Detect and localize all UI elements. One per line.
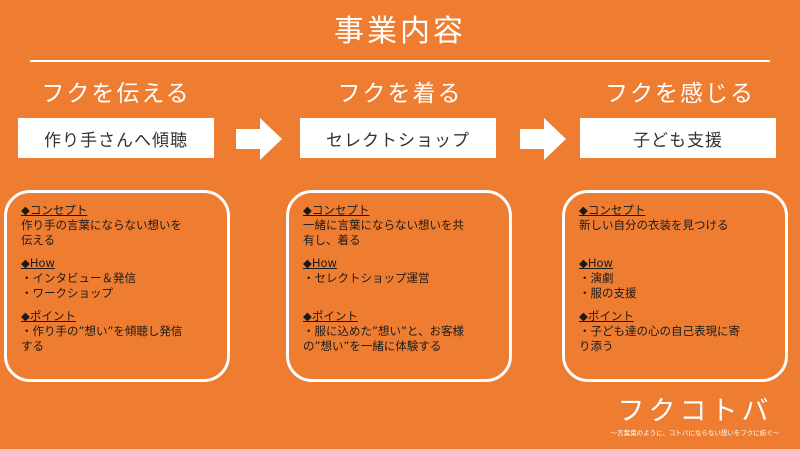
- point-line: ・子ども達の心の自己表現に寄: [579, 324, 740, 338]
- how-line: ・セレクトショップ運営: [303, 271, 430, 285]
- page-title: 事業内容: [334, 14, 466, 49]
- point-section: ◆ポイント ・作り手の”想い”を傾聴し発信 する: [21, 309, 217, 354]
- how-section: ◆How ・演劇 ・服の支援: [579, 256, 775, 301]
- point-section: ◆ポイント ・子ども達の心の自己表現に寄 り添う: [579, 309, 775, 354]
- action-box-kanjiru: 子ども支援: [580, 118, 776, 158]
- point-heading: ◆ポイント: [579, 309, 634, 323]
- concept-section: ◆コンセプト 一緒に言葉にならない想いを共 有し、着る: [303, 203, 499, 248]
- title-divider: [30, 60, 770, 62]
- detail-card-kanjiru: ◆コンセプト 新しい自分の衣装を見つける ◆How ・演劇 ・服の支援 ◆ポイン…: [562, 190, 788, 382]
- concept-section: ◆コンセプト 新しい自分の衣装を見つける: [579, 203, 775, 233]
- concept-line: 作り手の言葉にならない想いを: [21, 218, 182, 232]
- how-line: ・インタビュー＆発信: [21, 271, 136, 285]
- detail-card-tsutaeru: ◆コンセプト 作り手の言葉にならない想いを 伝える ◆How ・インタビュー＆発…: [4, 190, 230, 382]
- point-heading: ◆ポイント: [21, 309, 76, 323]
- how-section: ◆How ・インタビュー＆発信 ・ワークショップ: [21, 256, 217, 301]
- how-section: ◆How ・セレクトショップ運営: [303, 256, 499, 286]
- right-arrow-icon: [236, 118, 282, 160]
- point-section: ◆ポイント ・服に込めた”想い”と、お客様 の”想い”を一緒に体験する: [303, 309, 499, 354]
- how-line: ・ワークショップ: [21, 286, 113, 300]
- column-heading-tsutaeru: フクを伝える: [41, 81, 191, 107]
- how-heading: ◆How: [21, 256, 55, 270]
- point-line: り添う: [579, 339, 614, 353]
- how-line: ・演劇: [579, 271, 614, 285]
- point-line: ・作り手の”想い”を傾聴し発信: [21, 324, 183, 338]
- concept-heading: ◆コンセプト: [303, 203, 370, 217]
- how-line: ・服の支援: [579, 286, 637, 300]
- how-heading: ◆How: [579, 256, 613, 270]
- how-heading: ◆How: [303, 256, 337, 270]
- concept-heading: ◆コンセプト: [579, 203, 646, 217]
- column-heading-kanjiru: フクを感じる: [605, 81, 755, 107]
- concept-heading: ◆コンセプト: [21, 203, 88, 217]
- point-line: する: [21, 339, 44, 353]
- concept-section: ◆コンセプト 作り手の言葉にならない想いを 伝える: [21, 203, 217, 248]
- concept-line: 一緒に言葉にならない想いを共: [303, 218, 464, 232]
- logo-tagline: 〜言葉葉のように、コトバにならない想いをフクに紡ぐ〜: [610, 429, 780, 437]
- brand-logo: フクコトバ 〜言葉葉のように、コトバにならない想いをフクに紡ぐ〜: [600, 396, 790, 438]
- point-heading: ◆ポイント: [303, 309, 358, 323]
- logo-wordmark: フクコトバ: [617, 396, 773, 427]
- action-box-tsutaeru: 作り手さんへ傾聴: [18, 118, 214, 158]
- action-box-kiru: セレクトショップ: [300, 118, 496, 158]
- concept-line: 伝える: [21, 233, 56, 247]
- right-arrow-icon: [520, 118, 566, 160]
- column-heading-kiru: フクを着る: [337, 81, 463, 107]
- concept-line: 有し、着る: [303, 233, 361, 247]
- detail-card-kiru: ◆コンセプト 一緒に言葉にならない想いを共 有し、着る ◆How ・セレクトショ…: [286, 190, 512, 382]
- concept-line: 新しい自分の衣装を見つける: [579, 218, 729, 232]
- point-line: ・服に込めた”想い”と、お客様: [303, 324, 464, 338]
- point-line: の”想い”を一緒に体験する: [303, 339, 442, 353]
